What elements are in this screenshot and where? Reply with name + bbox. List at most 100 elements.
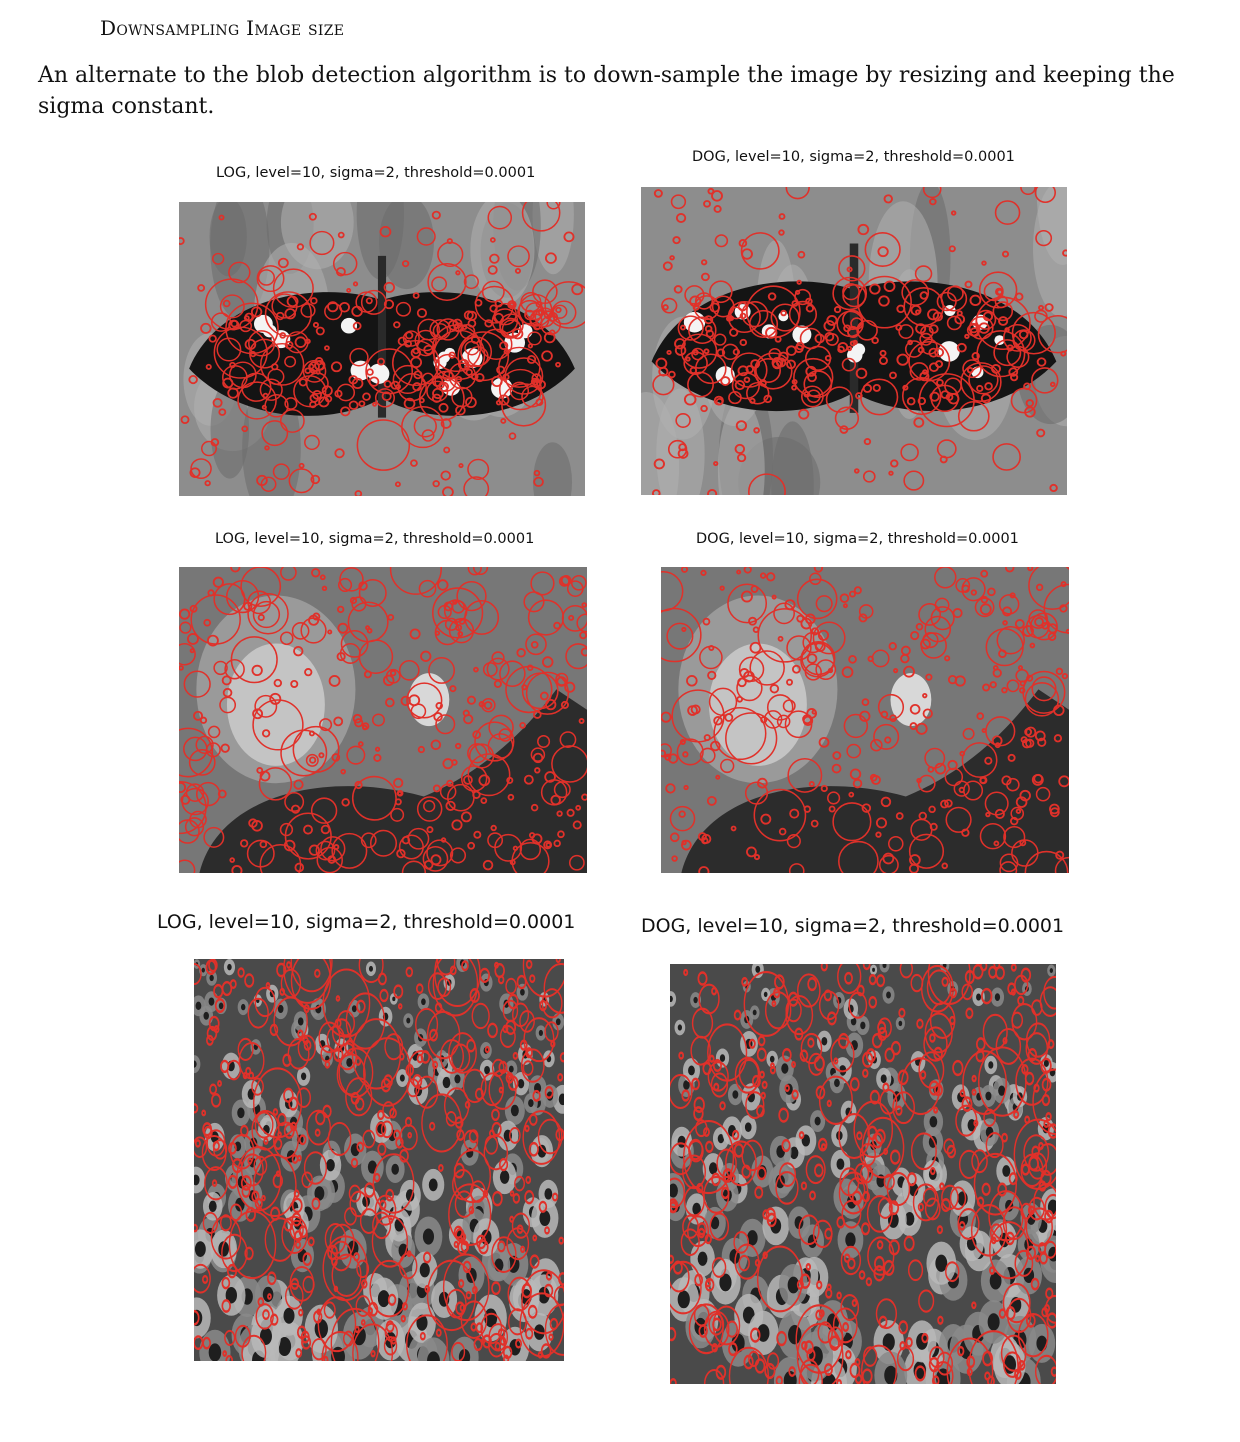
blob-circle — [871, 1132, 883, 1149]
blob-circle — [869, 773, 878, 782]
blob-circle — [731, 372, 760, 400]
blob-circle — [740, 590, 753, 603]
blob-circle — [308, 361, 320, 373]
blob-circle — [921, 1332, 929, 1344]
blob-circle — [516, 648, 526, 658]
blob-circle — [519, 1010, 535, 1033]
blob-circle — [440, 470, 451, 481]
blob-circle — [310, 797, 338, 824]
blob-circle — [741, 248, 753, 260]
figure-title-dog-sunflowers: DOG, level=10, sigma=2, threshold=0.0001 — [641, 915, 1065, 937]
blob-circle — [183, 670, 211, 698]
blob-circle — [1043, 1303, 1051, 1313]
blob-circle — [823, 320, 836, 332]
blob-circle — [331, 1257, 338, 1267]
blob-circle — [438, 402, 449, 413]
blob-circle — [804, 1340, 814, 1355]
blob-circle — [793, 357, 834, 397]
blob-circle — [284, 791, 305, 812]
blob-circle — [494, 833, 523, 862]
blob-circle — [916, 777, 922, 784]
blob-circle — [330, 361, 343, 373]
blob-circle — [539, 691, 549, 701]
blob-circle — [179, 621, 192, 634]
blob-circle — [281, 1215, 308, 1255]
blob-circle — [544, 281, 585, 329]
blob-circle — [763, 710, 783, 729]
blob-circle — [962, 727, 975, 740]
blob-circle — [773, 602, 795, 625]
blob-circle — [291, 622, 310, 640]
blob-circle — [999, 861, 1018, 873]
blob-circle — [428, 656, 456, 684]
blob-circle — [825, 386, 854, 413]
blob-circle — [1025, 726, 1037, 738]
blob-circle — [796, 1322, 844, 1384]
blob-circle — [975, 296, 1031, 351]
blob-circle — [990, 1223, 1003, 1243]
blob-circle — [739, 312, 747, 320]
blob-circle — [1017, 1312, 1049, 1358]
blob-circle — [180, 415, 190, 424]
blob-circle — [859, 710, 871, 722]
blob-circle — [305, 372, 329, 395]
blob-circle — [839, 593, 850, 603]
blob-circle — [358, 959, 384, 984]
blob-circle — [1003, 1351, 1022, 1378]
blob-circle — [401, 860, 427, 873]
blob-circle — [992, 665, 999, 671]
blob-circle — [833, 1057, 839, 1065]
blob-circle — [668, 753, 679, 764]
blob-circle — [1019, 687, 1026, 694]
blob-circle — [698, 866, 710, 873]
blob-circle — [483, 701, 493, 710]
blob-circle — [539, 999, 547, 1012]
blob-circle — [521, 672, 559, 710]
blob-circle — [557, 830, 565, 839]
blob-circle — [988, 965, 998, 979]
blob-circle — [682, 751, 689, 758]
blob-circle — [296, 1087, 311, 1108]
blob-circle — [862, 1191, 871, 1203]
blob-circle — [383, 1074, 393, 1088]
blob-circle — [236, 1146, 282, 1212]
blob-circle — [1014, 292, 1024, 301]
blob-circle — [1018, 1359, 1026, 1371]
blob-circle — [817, 1321, 833, 1344]
blob-circle — [301, 1335, 312, 1350]
blob-circle — [357, 741, 364, 747]
blob-circle — [761, 1080, 768, 1090]
blob-circle — [715, 397, 724, 406]
blob-circle — [702, 617, 711, 626]
blob-circle — [260, 342, 305, 386]
blob-circle — [1014, 619, 1025, 629]
blob-circle — [482, 859, 494, 871]
blob-circle — [532, 1234, 538, 1242]
blob-circle — [412, 1074, 423, 1089]
blob-circle — [868, 996, 878, 1009]
blob-circle — [251, 1190, 260, 1203]
blob-circle — [701, 837, 709, 845]
blob-circle — [525, 671, 570, 715]
blob-circle — [1031, 367, 1059, 394]
blob-circle — [1015, 1057, 1049, 1106]
blob-circle — [1014, 1249, 1034, 1277]
blob-image-log-einstein — [179, 567, 587, 873]
blob-circle — [971, 1301, 977, 1310]
blob-circle — [237, 1037, 254, 1061]
blob-circle — [385, 668, 401, 684]
blob-circle — [267, 1271, 277, 1286]
blob-circle — [865, 1048, 876, 1063]
blob-circle — [373, 753, 382, 763]
blob-circle — [179, 819, 200, 844]
blob-circle — [543, 310, 553, 320]
blob-circle — [195, 735, 214, 754]
blob-circle — [369, 829, 398, 857]
blob-circle — [393, 777, 404, 789]
blob-circle — [920, 325, 934, 339]
blob-circle — [537, 1118, 563, 1155]
blob-circle — [277, 1112, 287, 1127]
blob-circle — [1005, 1231, 1015, 1246]
blob-circle — [433, 712, 443, 722]
blob-circle — [683, 784, 689, 791]
